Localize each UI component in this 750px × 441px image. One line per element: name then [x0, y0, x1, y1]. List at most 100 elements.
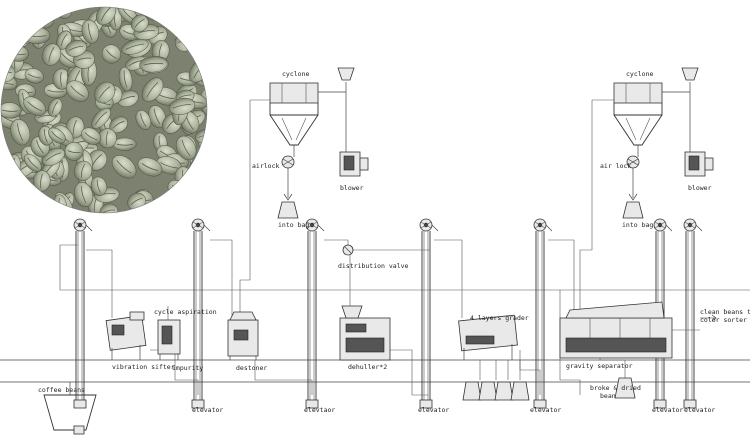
cycle-aspiration — [157, 306, 181, 360]
coffee-bean — [118, 66, 133, 92]
coffee-bean — [175, 135, 197, 161]
label-elevator-3: elevator — [418, 406, 449, 414]
coffee-bean — [41, 43, 61, 66]
grader-output-bag — [478, 381, 498, 401]
bag-left — [277, 201, 299, 219]
coffee-bean — [202, 7, 207, 21]
coffee-bean — [1, 25, 17, 45]
coffee-bean — [195, 7, 207, 18]
coffee-bean — [66, 80, 89, 102]
cyclone-left — [269, 82, 319, 157]
coffee-bean — [81, 127, 101, 145]
bucket-elevator — [683, 218, 703, 409]
coffee-bean — [187, 18, 207, 35]
coffee-bean — [101, 44, 121, 64]
coffee-bean — [74, 182, 94, 208]
label-clean-beans-2: color sorter — [700, 316, 747, 324]
coffee-bean — [90, 176, 107, 196]
coffee-bean — [183, 7, 207, 26]
suction-ducts — [239, 99, 614, 318]
label-into-bag-left: into bag — [278, 221, 309, 229]
coffee-bean — [193, 186, 207, 212]
coffee-bean — [95, 7, 116, 26]
airlock-left — [281, 155, 295, 201]
label-cyclone-right: cyclone — [626, 70, 653, 78]
bucket-elevator — [305, 218, 325, 409]
label-grader: 4 layers grader — [470, 314, 529, 322]
coffee-bean — [121, 38, 149, 55]
label-airlock-right: air lock — [600, 162, 631, 170]
coffee-bean — [10, 14, 32, 30]
blower-right — [662, 67, 714, 177]
label-airlock-left: airlock — [252, 162, 279, 170]
coffee-bean — [24, 199, 44, 213]
coffee-bean — [113, 137, 137, 151]
bucket-elevator — [533, 218, 553, 409]
coffee-bean — [193, 160, 207, 185]
clean-beans-arrow — [700, 314, 717, 322]
label-blower-right: blower — [688, 184, 712, 192]
gravity-separator — [559, 301, 673, 359]
grader — [458, 314, 521, 380]
label-elevator-6: elevator — [684, 406, 715, 414]
coffee-bean — [64, 142, 84, 161]
coffee-bean — [130, 14, 149, 33]
label-huller: dehuller*2 — [348, 363, 387, 371]
coffee-bean — [24, 68, 44, 84]
coffee-bean — [23, 7, 37, 25]
distribution-valve — [342, 244, 354, 256]
coffee-bean — [91, 107, 111, 129]
labels: cyclone cyclone airlock air lock blower … — [38, 70, 750, 414]
coffee-bean — [139, 56, 168, 73]
label-distribution-valve: distribution valve — [338, 262, 409, 270]
coffee-bean — [135, 109, 152, 131]
label-destoner: destoner — [236, 364, 267, 372]
coffee-bean — [73, 160, 93, 181]
huller — [339, 305, 391, 361]
destoner — [227, 311, 259, 360]
broken-beans-bag — [614, 377, 636, 399]
bucket-elevator — [653, 218, 673, 409]
label-into-bag-right: into bag — [622, 221, 653, 229]
vibration-sifter — [105, 311, 147, 360]
coffee-bean — [99, 203, 119, 213]
blower-left — [318, 67, 369, 177]
coffee-bean — [1, 102, 22, 119]
coffee-bean — [48, 127, 66, 144]
coffee-bean — [174, 33, 194, 52]
coffee-bean — [30, 7, 46, 21]
coffee-bean — [94, 81, 116, 104]
coffee-bean — [23, 96, 47, 116]
grader-output-bag — [510, 381, 530, 401]
bucket-elevator — [191, 218, 211, 409]
label-elevator-5: elevator — [652, 406, 683, 414]
coffee-bean — [158, 202, 175, 213]
coffee-bean — [47, 98, 63, 117]
coffee-bean — [65, 40, 87, 57]
coffee-bean — [141, 77, 164, 102]
coffee-bean — [109, 116, 128, 134]
coffee-bean — [193, 7, 207, 20]
airlock-right — [626, 155, 640, 201]
label-cyclone-left: cyclone — [282, 70, 309, 78]
label-vibration-sifter: vibration sifter — [112, 363, 175, 371]
coffee-bean — [137, 157, 163, 177]
cyclone-right — [613, 82, 663, 157]
label-coffee-beans: coffee beans — [38, 386, 85, 394]
bucket-elevators — [73, 218, 703, 409]
label-cycle-aspiration: cycle aspiration — [154, 308, 217, 316]
coffee-bean — [179, 23, 206, 42]
bucket-elevator — [73, 218, 93, 409]
grader-output-bag — [494, 381, 514, 401]
label-gravity-separator: gravity separator — [566, 362, 633, 370]
label-impurity: impurity — [172, 364, 203, 372]
coffee-bean — [23, 26, 51, 45]
coffee-bean — [116, 90, 139, 107]
label-elevator-1: elevator — [192, 406, 223, 414]
coffee-bean — [23, 153, 42, 172]
coffee-beans-photo — [1, 7, 207, 213]
label-elevator-4: elevator — [530, 406, 561, 414]
bucket-elevator — [419, 218, 439, 409]
coffee-bean — [81, 19, 99, 44]
label-elevator-2: elevtaor — [304, 406, 335, 414]
